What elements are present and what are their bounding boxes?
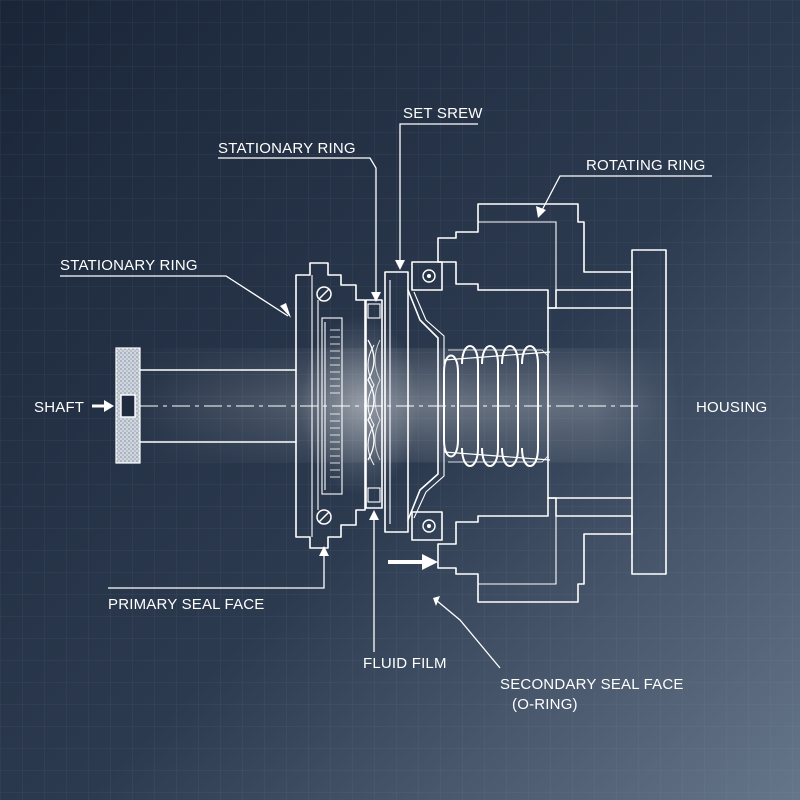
set-screw-top bbox=[411, 261, 443, 291]
set-screw-bottom bbox=[411, 511, 443, 541]
label-set-screw: SET SREW bbox=[403, 105, 483, 122]
rotating-ring-plate bbox=[384, 271, 409, 533]
label-secondary-seal-face-oring: (O-RING) bbox=[512, 696, 578, 713]
label-fluid-film: FLUID FILM bbox=[363, 655, 447, 672]
label-stationary-ring-left: STATIONARY RING bbox=[60, 257, 198, 274]
label-stationary-ring-top: STATIONARY RING bbox=[218, 140, 356, 157]
stationary-ring-assembly bbox=[295, 262, 366, 549]
housing-body bbox=[437, 203, 667, 603]
flow-arrow bbox=[388, 554, 438, 570]
shaft-end-cap bbox=[115, 347, 141, 464]
label-rotating-ring: ROTATING RING bbox=[586, 157, 706, 174]
screw-bottom bbox=[316, 509, 332, 525]
label-primary-seal-face: PRIMARY SEAL FACE bbox=[108, 596, 265, 613]
labels: SET SREW STATIONARY RING ROTATING RING S… bbox=[34, 105, 767, 713]
screw-top bbox=[316, 286, 332, 302]
seal-faces bbox=[365, 299, 383, 509]
leader-lines bbox=[60, 123, 712, 669]
spring bbox=[443, 345, 551, 467]
label-housing: HOUSING bbox=[696, 399, 767, 416]
shaft bbox=[139, 369, 297, 443]
label-secondary-seal-face: SECONDARY SEAL FACE bbox=[500, 676, 684, 693]
label-shaft: SHAFT bbox=[34, 399, 84, 416]
